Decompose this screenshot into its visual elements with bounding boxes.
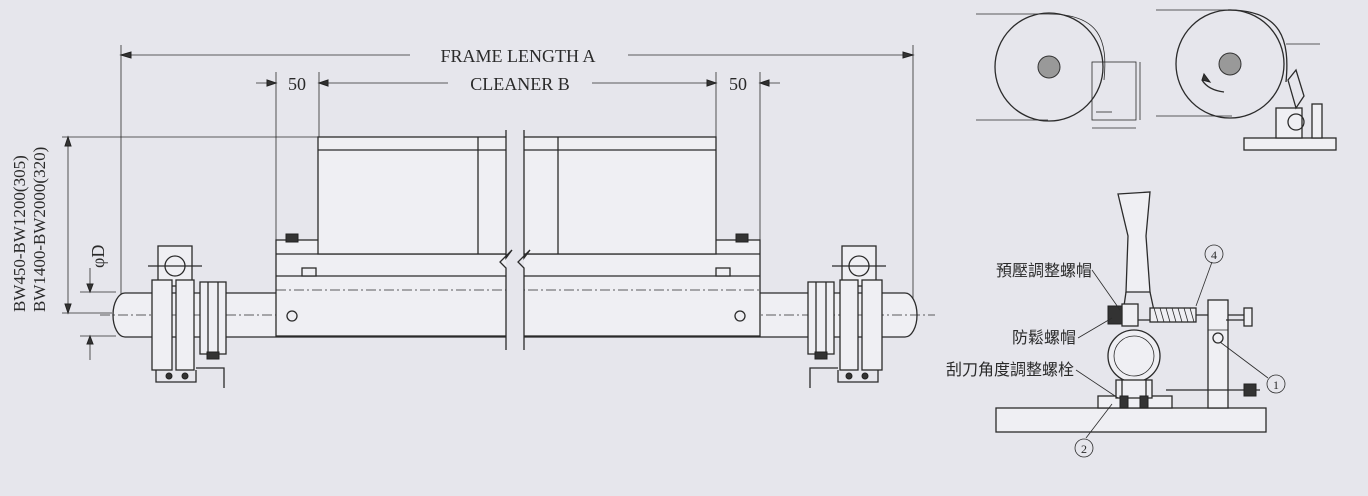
size-line-1: BW450-BW1200(305)	[10, 155, 29, 312]
callout-2: 2	[1074, 438, 1094, 458]
svg-text:1: 1	[1273, 378, 1279, 392]
break-symbol	[499, 128, 531, 350]
right-bracket-assembly	[807, 245, 886, 388]
label-preload-nut: 預壓調整螺帽	[996, 261, 1092, 280]
callout-1: 1	[1266, 374, 1286, 394]
left-bracket-assembly	[148, 245, 227, 388]
left-offset-label: 50	[288, 74, 306, 94]
frame-length-label: FRAME LENGTH A	[440, 46, 595, 66]
diameter-label: φD	[88, 245, 108, 268]
svg-text:4: 4	[1211, 248, 1217, 262]
diameter-dimension: φD	[80, 245, 116, 360]
right-offset-label: 50	[729, 74, 747, 94]
callout-4: 4	[1204, 244, 1224, 264]
size-line-2: BW1400-BW2000(320)	[30, 147, 49, 312]
tension-spring	[1149, 307, 1248, 323]
label-lock-nut: 防鬆螺帽	[1012, 328, 1076, 347]
cleaner-label: CLEANER B	[470, 74, 570, 94]
cleaner-dimension: 50 CLEANER B 50	[256, 72, 780, 240]
height-dimension: BW450-BW1200(305) BW1400-BW2000(320)	[10, 135, 318, 315]
label-angle-bolt: 刮刀角度調整螺栓	[946, 360, 1074, 379]
main-elevation-view: FRAME LENGTH A 50 CLEANER B 50	[10, 45, 935, 388]
frame-length-dimension: FRAME LENGTH A	[119, 45, 915, 300]
svg-text:2: 2	[1081, 442, 1087, 456]
pulley-diagram-left	[976, 12, 1141, 129]
tensioner-detail-view: 預壓調整螺帽 防鬆螺帽 刮刀角度調整螺栓 4 1 2	[946, 191, 1286, 458]
pulley-diagram-right	[1156, 9, 1337, 151]
